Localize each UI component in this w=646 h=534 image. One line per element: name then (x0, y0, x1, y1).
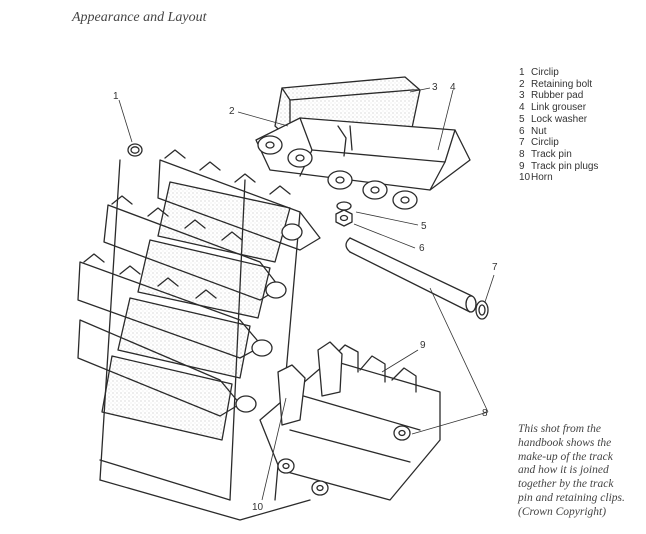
caption-line: handbook shows the (518, 436, 612, 449)
figure-caption: This shot from the handbook shows the ma… (518, 423, 646, 520)
callout-2: 2 (229, 106, 235, 117)
callout-3: 3 (432, 82, 438, 93)
main-track-assembly (77, 149, 321, 521)
upper-track-link (255, 76, 471, 210)
callout-6: 6 (419, 243, 425, 254)
caption-line: This shot from the (518, 423, 601, 435)
leader-lines (118, 87, 495, 501)
callout-9: 9 (420, 340, 426, 351)
circlip-1 (127, 143, 143, 157)
nut (335, 209, 353, 227)
callout-8: 8 (482, 408, 488, 419)
retaining-bolt (337, 125, 353, 157)
callout-10: 10 (252, 502, 264, 513)
callout-7: 7 (492, 262, 498, 273)
circlip-7 (475, 300, 489, 320)
lower-track-links (259, 341, 441, 501)
page-header: Appearance and Layout (72, 10, 207, 25)
caption-line: pin and retaining clips. (518, 491, 625, 504)
lock-washer (336, 201, 352, 211)
caption-line: and how it is joined (518, 464, 609, 477)
callout-5: 5 (421, 221, 427, 232)
callout-1: 1 (113, 91, 119, 102)
track-pin (345, 237, 477, 313)
callout-labels: 1 2 3 4 5 6 7 8 9 10 (113, 82, 498, 513)
caption-line: make-up of the track (518, 450, 613, 463)
caption-line: together by the track (518, 478, 614, 491)
caption-line: (Crown Copyright) (518, 505, 607, 518)
callout-4: 4 (450, 82, 456, 93)
track-pin-plug (393, 425, 411, 441)
